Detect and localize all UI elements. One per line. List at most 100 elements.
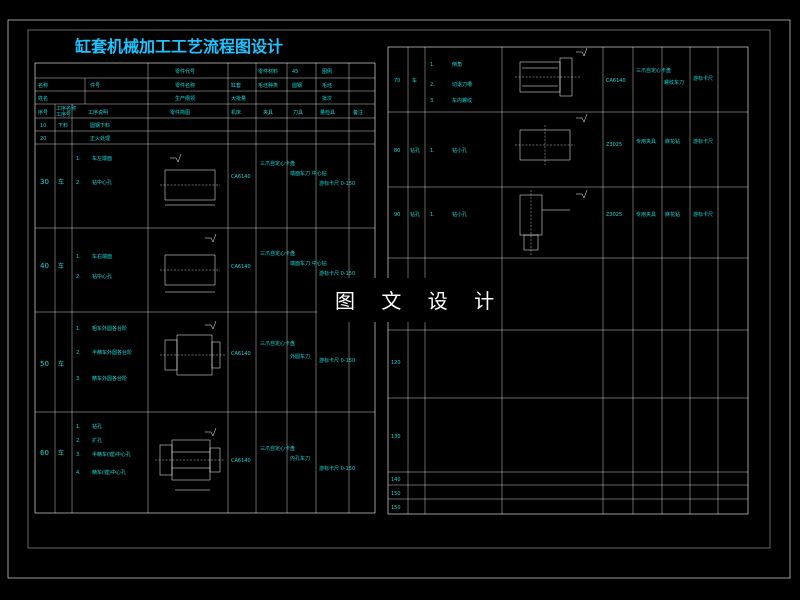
op-step-index: 2. <box>76 180 81 186</box>
op-step: 钻中心孔 <box>92 273 112 280</box>
op-step: 半精车(镗)中心孔 <box>92 451 131 458</box>
op-step: 倒角 <box>452 61 462 68</box>
op-step-index: 3. <box>76 452 81 458</box>
op-step: 切退刀槽 <box>452 81 472 88</box>
op-step-index: 2. <box>76 438 81 444</box>
watermark-background <box>317 278 492 322</box>
col-op-desc: 工序说明 <box>88 109 108 116</box>
op-gauge: 游标卡尺 0-150 <box>319 270 355 277</box>
hdr-material-val: 45 <box>292 69 298 75</box>
hdr-production-val: 大批量 <box>231 95 246 102</box>
op-step-index: 3. <box>430 98 435 104</box>
hdr-legend: 图例 <box>322 68 332 75</box>
op-step-index: 1. <box>76 254 81 260</box>
watermark-text: 图 文 设 计 <box>335 289 504 313</box>
hdr-person: 姓名 <box>38 95 48 102</box>
op-step-index: 2. <box>430 82 435 88</box>
col-gauge: 量检具 <box>320 109 335 116</box>
inner-frame <box>27 29 771 549</box>
op-name: 车 <box>58 449 64 457</box>
col-tool: 刀具 <box>293 110 303 116</box>
sheet-title: 缸套机械加工工艺流程图设计 <box>74 37 283 56</box>
op-no: 80 <box>394 148 400 154</box>
op-name: 车 <box>412 77 417 84</box>
op-step: 钻中心孔 <box>92 179 112 186</box>
op-tool: 端面车刀 中心钻 <box>290 260 327 267</box>
op-step-index: 1. <box>430 212 435 218</box>
hdr-material: 零件材料 <box>258 68 278 75</box>
col-seq: 序号 <box>38 109 48 116</box>
part-sketch <box>160 233 220 293</box>
op-gauge: 游标卡尺 <box>693 138 713 145</box>
op-step-index: 1. <box>76 424 81 430</box>
op-no: 20 <box>40 136 46 142</box>
op-step: 粗车外圆各台阶 <box>92 325 127 332</box>
op-fixture: 专用夹具 <box>636 138 656 145</box>
hdr-blank: 毛坯 <box>322 82 332 89</box>
part-sketch <box>160 153 220 206</box>
op-fixture: 三爪自定心卡盘 <box>260 340 295 347</box>
op-tool: 端面车刀 中心钻 <box>290 170 327 177</box>
col-op-name: 工序名称 <box>56 105 76 112</box>
op-machine: Z3025 <box>606 212 622 218</box>
col-remark: 备注 <box>353 109 363 116</box>
op-step-index: 3. <box>76 376 81 382</box>
part-sketch <box>160 320 225 376</box>
op-name: 下料 <box>58 122 68 129</box>
op-name: 车 <box>58 178 64 186</box>
col-fixture: 夹具 <box>263 109 273 116</box>
op-step: 钻小孔 <box>452 211 467 218</box>
hdr-blank-type: 毛坯种类 <box>258 82 278 89</box>
outer-frame <box>7 19 791 579</box>
op-no: 150 <box>391 505 401 511</box>
op-step-index: 2. <box>76 274 81 280</box>
op-name: 钻孔 <box>410 211 420 218</box>
op-step: 精车(镗)中心孔 <box>92 469 126 476</box>
op-step: 扩孔 <box>92 437 102 444</box>
hdr-name: 名称 <box>38 82 48 89</box>
op-name: 钻孔 <box>410 147 420 154</box>
op-no: 60 <box>40 449 49 457</box>
op-no: 10 <box>40 123 46 129</box>
op-no: 30 <box>40 178 49 186</box>
op-tool: 麻花钻 <box>665 138 680 145</box>
op-step: 圆钢下料 <box>90 122 110 129</box>
op-no: 90 <box>394 212 400 218</box>
op-step: 车左端面 <box>92 155 112 162</box>
op-tool: 内孔车刀 <box>290 455 310 462</box>
op-step: 钻小孔 <box>452 147 467 154</box>
op-machine: Z3025 <box>606 142 622 148</box>
part-sketch <box>519 189 588 255</box>
col-machine: 机床 <box>231 109 241 116</box>
op-step-index: 4. <box>76 470 81 476</box>
part-sketch <box>515 47 588 97</box>
hdr-blank-type-val: 圆钢 <box>292 82 302 89</box>
op-name: 车 <box>58 360 64 368</box>
hdr-production: 生产纲领 <box>175 95 195 102</box>
op-step-index: 1. <box>76 326 81 332</box>
op-step-index: 1. <box>430 148 435 154</box>
op-name: 车 <box>58 262 64 270</box>
op-step-index: 1. <box>430 62 435 68</box>
op-machine: CA6140 <box>231 174 251 180</box>
left-process-table: 零件代号 零件材料 45 图例 名称 件号 零件名称 缸套 毛坯种类 圆钢 毛坯… <box>34 62 376 514</box>
op-step: 车内螺纹 <box>452 97 472 104</box>
op-no: 50 <box>40 360 49 368</box>
col-op-no: 工序号 <box>56 111 71 118</box>
col-sketch: 零件简图 <box>170 109 190 116</box>
op-machine: CA6140 <box>606 78 626 84</box>
op-no: 140 <box>391 477 401 483</box>
op-gauge: 游标卡尺 0-150 <box>319 357 355 364</box>
op-no: 40 <box>40 262 49 270</box>
part-sketch <box>515 113 588 165</box>
op-fixture: 专用夹具 <box>636 211 656 218</box>
op-gauge: 游标卡尺 <box>693 75 713 82</box>
op-gauge: 游标卡尺 <box>693 211 713 218</box>
right-process-table: 70 车 1. 倒角 2. 切退刀槽 3. 车内螺纹 CA6140 三爪自定心卡… <box>387 46 749 515</box>
op-machine: CA6140 <box>231 264 251 270</box>
op-step-index: 2. <box>76 350 81 356</box>
op-machine: CA6140 <box>231 351 251 357</box>
op-tool: 外圆车刀 <box>290 353 310 360</box>
op-step: 半精车外圆各台阶 <box>92 349 132 356</box>
